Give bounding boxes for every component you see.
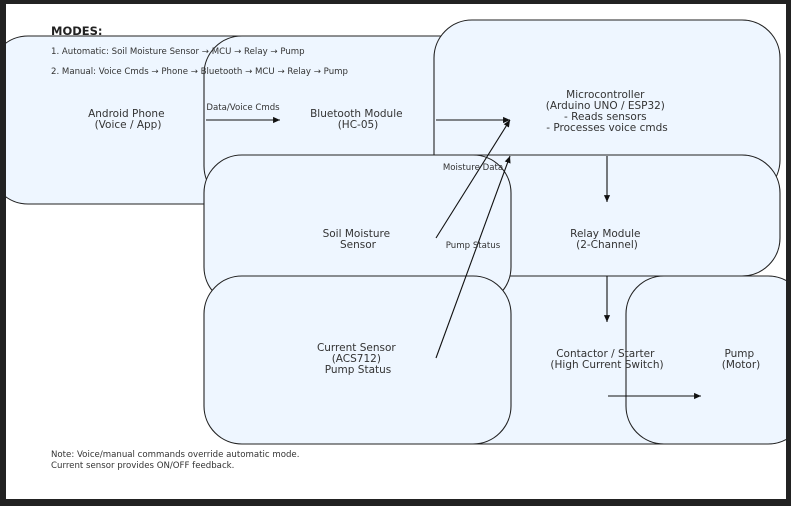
block-diagram: MODES: 1. Automatic: Soil Moisture Senso…: [6, 19, 786, 471]
modes-line-automatic: 1. Automatic: Soil Moisture Sensor → MCU…: [51, 47, 305, 57]
relay-module-label: Relay Module (2-Channel): [570, 228, 644, 251]
edge-label-pump-status: Pump Status: [446, 241, 501, 251]
current-sensor-box: [203, 275, 512, 445]
modes-title: MODES:: [51, 24, 103, 38]
current-sensor-label: Current Sensor (ACS712) Pump Status: [317, 342, 399, 376]
contactor-label: Contactor / Starter (High Current Switch…: [550, 348, 663, 371]
pump-label: Pump (Motor): [722, 348, 761, 371]
note-line-1: Note: Voice/manual commands override aut…: [51, 450, 299, 460]
edge-label-moisture: Moisture Data: [443, 163, 503, 173]
microcontroller-label: Microcontroller (Arduino UNO / ESP32) - …: [546, 89, 669, 134]
modes-line-manual: 2. Manual: Voice Cmds → Phone → Bluetoot…: [51, 67, 348, 77]
edge-label-data-voice: Data/Voice Cmds: [206, 103, 280, 113]
arrow-soil-to-mcu: [435, 119, 511, 239]
bluetooth-module-label: Bluetooth Module (HC-05): [310, 108, 406, 131]
arrow-current-to-mcu: [435, 155, 511, 359]
soil-moisture-sensor-label: Soil Moisture Sensor: [323, 228, 394, 251]
note-line-2: Current sensor provides ON/OFF feedback.: [51, 461, 234, 471]
pump-box: [625, 275, 786, 445]
android-phone-label: Android Phone (Voice / App): [88, 108, 168, 131]
diagram-canvas: MODES: 1. Automatic: Soil Moisture Senso…: [6, 4, 786, 499]
